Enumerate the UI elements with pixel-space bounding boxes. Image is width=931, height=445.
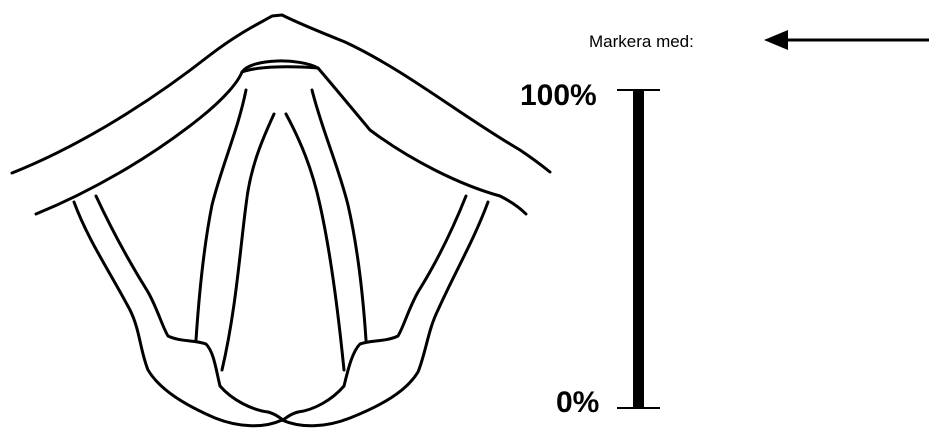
right-ventricular-fold (312, 90, 366, 340)
right-vocal-fold (286, 114, 344, 370)
scale-bottom-label: 0% (556, 386, 599, 419)
instruction-text: Markera med: (589, 32, 694, 51)
larynx-illustration (12, 15, 550, 426)
intensity-scale: 100% 0% (520, 79, 660, 419)
epiglottis-inner-contour (36, 67, 526, 214)
posterior-commissure (268, 412, 298, 420)
left-aryepiglottic-fold (74, 202, 282, 426)
epiglottis-outer-contour (12, 15, 550, 173)
left-vocal-fold (222, 114, 274, 370)
right-aryepiglottic-fold (282, 202, 488, 426)
scale-top-label: 100% (520, 79, 597, 112)
left-ventricular-fold (196, 90, 246, 340)
left-arrow-icon (764, 30, 929, 50)
scale-bar (633, 90, 644, 408)
